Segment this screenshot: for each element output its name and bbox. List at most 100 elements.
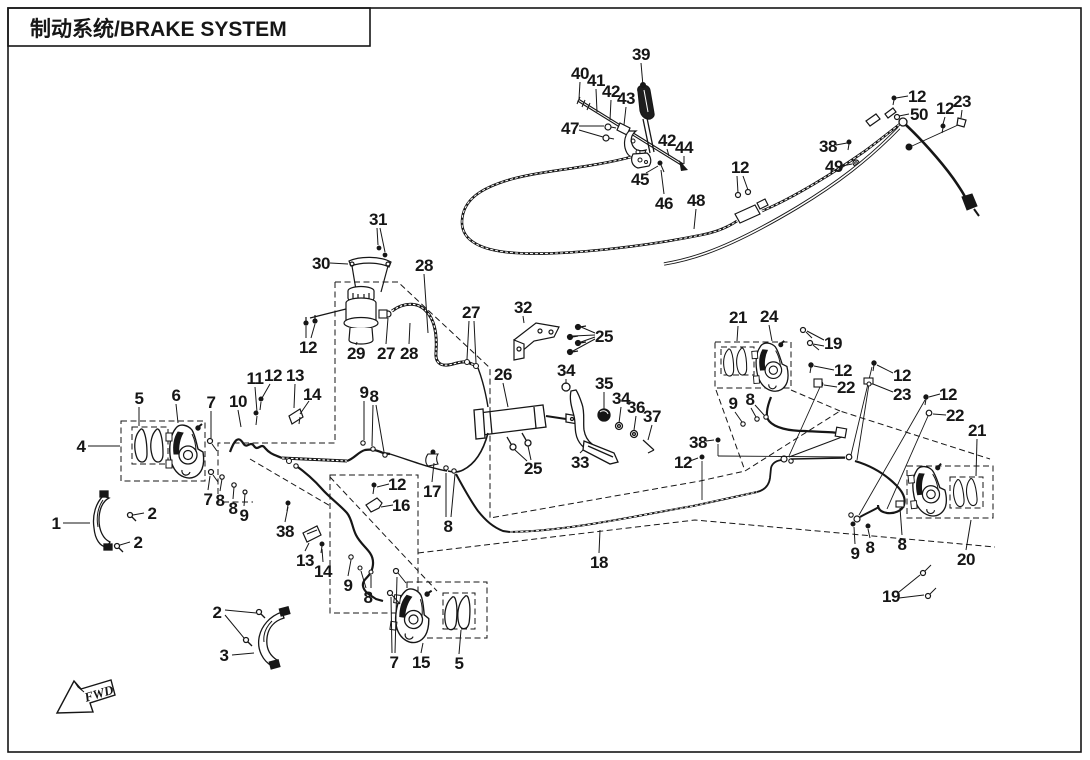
part-label-1: 1 xyxy=(52,514,61,533)
part-label-23: 23 xyxy=(893,385,911,404)
part-label-40: 40 xyxy=(571,64,589,83)
leader-line xyxy=(376,483,390,488)
part-label-38: 38 xyxy=(276,522,294,541)
leader-line xyxy=(347,559,352,577)
master-cylinder xyxy=(473,404,579,451)
front-left-caliper-group xyxy=(134,423,248,495)
part-label-12: 12 xyxy=(674,453,692,472)
part-label-36: 36 xyxy=(627,398,645,417)
leader-line xyxy=(304,542,310,552)
leader-line xyxy=(390,596,393,654)
leader-line xyxy=(224,614,245,639)
leader-line xyxy=(385,317,389,345)
part-label-11: 11 xyxy=(247,369,264,388)
leader-line xyxy=(420,642,424,654)
leader-line xyxy=(618,406,622,424)
leader-line xyxy=(609,99,612,121)
leader-line xyxy=(835,142,848,146)
leader-line xyxy=(355,341,358,346)
leader-line xyxy=(806,330,825,341)
reservoir-hose xyxy=(378,302,489,408)
leader-line xyxy=(502,382,509,408)
leader-line xyxy=(329,262,349,265)
part-label-8: 8 xyxy=(364,588,373,607)
part-label-24: 24 xyxy=(760,307,779,326)
leader-line xyxy=(578,129,604,138)
part-label-50: 50 xyxy=(910,105,928,124)
leader-line xyxy=(660,169,665,195)
leader-line xyxy=(595,88,598,113)
part-label-25: 25 xyxy=(595,327,613,346)
part-label-35: 35 xyxy=(595,374,613,393)
part-label-9: 9 xyxy=(360,383,369,402)
leader-line xyxy=(231,652,255,656)
part-label-7: 7 xyxy=(204,490,213,509)
part-label-17: 17 xyxy=(423,482,441,501)
part-label-25: 25 xyxy=(524,459,542,478)
leader-line xyxy=(527,445,532,461)
leader-line xyxy=(750,407,757,418)
part-label-46: 46 xyxy=(655,194,673,213)
leader-line xyxy=(132,512,145,516)
fwd-label: FWD xyxy=(82,682,116,705)
leader-line xyxy=(232,486,235,500)
part-label-34: 34 xyxy=(612,389,631,408)
part-label-28: 28 xyxy=(415,256,433,275)
bottom-caliper-group xyxy=(386,567,473,646)
leader-line xyxy=(207,475,211,491)
leader-line xyxy=(693,208,697,230)
leader-line xyxy=(375,404,385,453)
leader-line xyxy=(310,323,316,339)
lower-brake-hose xyxy=(285,457,384,603)
part-label-12: 12 xyxy=(834,361,852,380)
part-label-12: 12 xyxy=(908,87,926,106)
leader-line xyxy=(928,393,941,398)
leader-line xyxy=(640,62,644,87)
part-label-30: 30 xyxy=(312,254,330,273)
parking-brake-cables xyxy=(460,95,980,266)
part-label-47: 47 xyxy=(561,119,579,138)
leader-line xyxy=(243,493,246,507)
leader-line xyxy=(689,457,699,462)
leader-line xyxy=(867,528,871,539)
part-label-19: 19 xyxy=(824,334,842,353)
part-label-8: 8 xyxy=(746,390,755,409)
part-label-4: 4 xyxy=(77,437,87,456)
part-label-14: 14 xyxy=(314,562,333,581)
rear-right-caliper-group xyxy=(906,462,979,600)
leader-line xyxy=(623,106,627,126)
part-label-2: 2 xyxy=(134,533,143,552)
leader-line xyxy=(841,163,853,167)
leader-line xyxy=(394,576,398,654)
part-label-43: 43 xyxy=(617,89,635,108)
hose-guard-brackets xyxy=(92,490,291,670)
part-label-22: 22 xyxy=(837,378,855,397)
part-label-38: 38 xyxy=(689,433,707,452)
part-label-45: 45 xyxy=(631,170,649,189)
leader-line xyxy=(872,383,894,393)
part-label-39: 39 xyxy=(632,45,650,64)
part-label-37: 37 xyxy=(643,407,661,426)
part-label-41: 41 xyxy=(587,71,605,90)
part-label-8: 8 xyxy=(229,499,238,518)
leader-line xyxy=(580,336,596,343)
part-label-49: 49 xyxy=(825,157,843,176)
leader-line xyxy=(379,227,386,253)
part-label-9: 9 xyxy=(344,576,353,595)
leader-line xyxy=(261,383,271,399)
leader-line xyxy=(578,81,581,100)
leader-line xyxy=(734,411,743,423)
leader-line xyxy=(371,404,374,447)
leader-line xyxy=(960,109,963,119)
pedal-bracket xyxy=(513,322,587,361)
leader-line xyxy=(895,95,909,99)
leader-line xyxy=(237,409,242,428)
leader-line xyxy=(572,334,596,337)
part-label-44: 44 xyxy=(675,138,694,157)
part-label-8: 8 xyxy=(444,517,453,536)
part-label-8: 8 xyxy=(898,535,907,554)
part-label-10: 10 xyxy=(229,392,247,411)
part-label-6: 6 xyxy=(172,386,181,405)
leader-line xyxy=(813,365,835,371)
